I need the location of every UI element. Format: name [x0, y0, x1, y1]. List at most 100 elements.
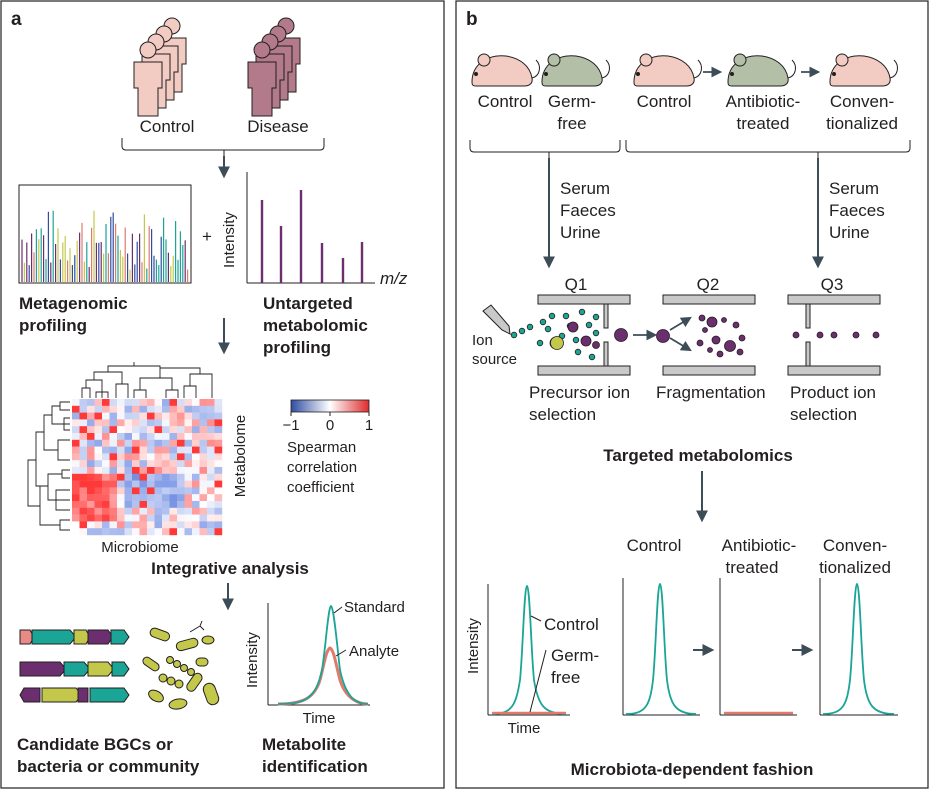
heatmap-cell: [87, 521, 95, 529]
heatmap-cell: [199, 507, 208, 515]
overlay-control-label: Control: [544, 615, 599, 634]
heatmap-cell: [207, 453, 215, 461]
mouse-label-control-2: Control: [637, 92, 692, 111]
heatmap-cell: [154, 480, 163, 488]
heatmap-cell: [147, 405, 155, 413]
overlay-control-peak: [491, 584, 567, 715]
ms-spectrum-peaks: [260, 190, 364, 283]
heatmap-cell: [184, 501, 193, 508]
ion: [580, 335, 592, 347]
metagenomic-label-2: profiling: [19, 316, 87, 335]
standard-label: Standard: [344, 599, 405, 616]
heatmap-top-dendrogram: [81, 362, 213, 398]
heatmap-cell: [139, 405, 148, 413]
heatmap-cell: [109, 439, 118, 447]
heatmap-cell: [94, 514, 103, 522]
heatmap-cell: [94, 494, 103, 502]
heatmap-cell: [132, 507, 140, 515]
mouse-label-abx-1: Antibiotic-: [726, 92, 801, 111]
heatmap-cell: [94, 446, 103, 454]
heatmap-cell: [169, 460, 178, 468]
heatmap-cell: [199, 433, 208, 440]
metagenomic-spectrum: [21, 210, 189, 282]
heatmap-cell: [102, 405, 110, 413]
heatmap-cell: [207, 467, 215, 474]
ion: [736, 348, 744, 356]
heatmap-cell: [117, 528, 125, 536]
heatmap-cell: [207, 480, 215, 488]
heatmap-cell: [87, 467, 95, 474]
ion: [544, 325, 552, 333]
heatmap-cell: [72, 419, 80, 427]
heatmap-cell: [109, 399, 118, 406]
heatmap-cell: [124, 494, 133, 502]
heatmap-cell: [132, 480, 140, 488]
heatmap-cell: [124, 528, 133, 536]
overlay-germ-label-2: free: [551, 668, 580, 687]
heatmap-cell: [72, 514, 80, 522]
heatmap-cell: [162, 514, 170, 522]
heatmap-cell: [162, 467, 170, 474]
microbiota-dependent-label: Microbiota-dependent fashion: [571, 760, 814, 779]
heatmap-cell: [132, 439, 140, 447]
heatmap-cell: [72, 528, 80, 536]
heatmap-cell: [154, 446, 163, 454]
heatmap-cell: [162, 399, 170, 406]
heatmap-cell: [87, 446, 95, 454]
product-label-1: Product ion: [790, 383, 876, 402]
mouse-label-germ-2: free: [557, 114, 586, 133]
mouse-antibiotic-icon: [727, 53, 796, 87]
heatmap-cell: [102, 433, 110, 440]
heatmap-cell: [132, 514, 140, 522]
heatmap-cell: [102, 528, 110, 536]
heatmap-cell: [169, 521, 178, 529]
heatmap-cell: [72, 439, 80, 447]
heatmap-cell: [169, 419, 178, 427]
ms-ylabel: Intensity: [221, 212, 238, 268]
heatmap-cell: [124, 446, 133, 454]
heatmap-cell: [214, 453, 223, 461]
heatmap-cell: [184, 494, 193, 502]
overlay-ylabel: Intensity: [465, 618, 482, 674]
heatmap-cell: [199, 405, 208, 413]
heatmap-cell: [147, 460, 155, 468]
heatmap-cell: [162, 412, 170, 420]
heatmap-cell: [184, 433, 193, 440]
ion: [698, 314, 706, 322]
candidate-label-2: bacteria or community: [17, 757, 200, 776]
heatmap-cell: [154, 501, 163, 508]
mouse-control-2-icon: [633, 53, 702, 87]
heatmap-cell: [214, 439, 223, 447]
heatmap-cell: [184, 426, 193, 434]
ion-source-needle-icon: [482, 304, 511, 335]
ion: [592, 329, 600, 337]
heatmap-cell: [72, 399, 80, 406]
integrative-analysis-label: Integrative analysis: [151, 559, 309, 578]
heatmap-cell: [109, 501, 118, 508]
heatmap-cell: [117, 460, 125, 468]
heatmap-cell: [169, 487, 178, 495]
heatmap-cell: [139, 487, 148, 495]
chrom-title-control: Control: [627, 536, 682, 555]
chrom-ylabel: Intensity: [244, 632, 261, 688]
ion: [830, 331, 838, 339]
heatmap-cell: [207, 439, 215, 447]
heatmap-cell: [139, 412, 148, 420]
heatmap-cell: [169, 453, 178, 461]
heatmap-cell: [177, 480, 185, 488]
ion: [614, 328, 628, 342]
heatmap-cell: [214, 405, 223, 413]
heatmap-cell: [147, 507, 155, 515]
heatmap-cell: [72, 460, 80, 468]
heatmap-cell: [169, 528, 178, 536]
heatmap-cell: [72, 467, 80, 474]
heatmap-cells: [72, 399, 223, 536]
heatmap-cell: [154, 399, 163, 406]
heatmap-cell: [132, 446, 140, 454]
heatmap-cell: [154, 467, 163, 474]
mouse-label-conv-1: Conven-: [830, 92, 894, 111]
ion: [721, 317, 727, 323]
heatmap-cell: [132, 399, 140, 406]
heatmap-cell: [162, 507, 170, 515]
heatmap-cell: [177, 467, 185, 474]
